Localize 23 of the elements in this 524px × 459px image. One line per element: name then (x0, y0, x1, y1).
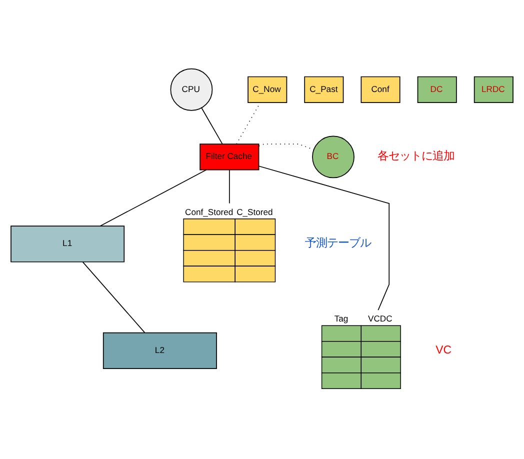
connector (201, 107, 223, 144)
node-circle: BC (312, 135, 354, 178)
node-label: 予測テーブル (304, 237, 371, 250)
node-label: VC (436, 344, 452, 356)
node-box: Conf (360, 76, 400, 102)
connector (100, 169, 207, 226)
connector (258, 165, 390, 310)
node-box: L2 (102, 332, 217, 368)
node-box: C_Now (248, 76, 288, 102)
node-box: C_Past (304, 76, 344, 102)
connector (228, 169, 230, 204)
connector (258, 143, 314, 150)
node-circle: CPU (170, 68, 213, 110)
node-label: VCDC (368, 313, 392, 324)
node-box: DC (417, 76, 457, 102)
node-box: Filter Cache (200, 143, 260, 170)
node-label: 各セットに追加 (378, 150, 455, 162)
node-box: L1 (10, 225, 125, 262)
node-box: LRDC (474, 76, 514, 102)
node-label: Tag (334, 313, 348, 324)
node-label: Conf_Stored (185, 206, 234, 217)
connector (82, 261, 146, 332)
node-label: C_Stored (236, 206, 273, 217)
